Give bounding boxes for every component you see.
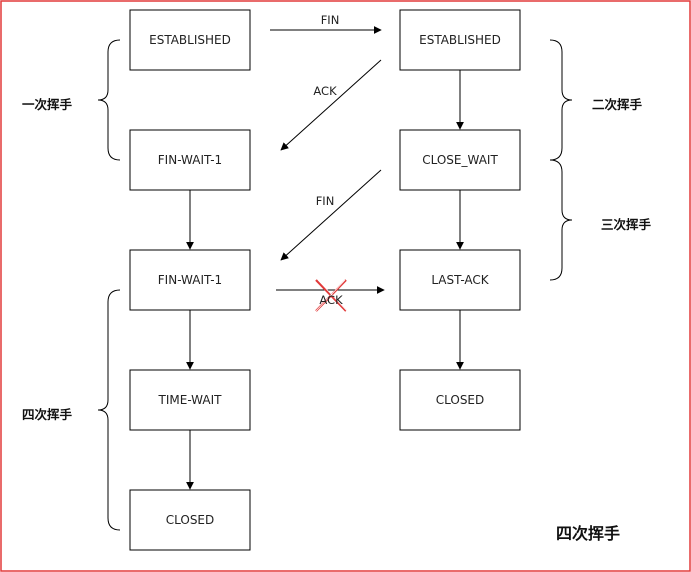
server-state-established: ESTABLISHED bbox=[399, 9, 521, 71]
client-state-time-wait: TIME-WAIT bbox=[129, 369, 251, 431]
third-wave-label: 三次挥手 bbox=[601, 217, 652, 232]
message-fin-2-label: FIN bbox=[316, 194, 335, 208]
server-state-closed: CLOSED bbox=[399, 369, 521, 431]
client-state-established: ESTABLISHED bbox=[129, 9, 251, 71]
server-state-last-ack-label: LAST-ACK bbox=[431, 273, 489, 287]
server-state-last-ack: LAST-ACK bbox=[399, 249, 521, 311]
server-state-close-wait-label: CLOSE_WAIT bbox=[422, 153, 498, 167]
client-state-fin-wait-1-a-label: FIN-WAIT-1 bbox=[158, 153, 222, 167]
second-wave-brace bbox=[549, 39, 573, 161]
message-ack-lost-label: ACK bbox=[319, 293, 343, 307]
message-ack-1-label: ACK bbox=[313, 84, 337, 98]
fourth-wave-label: 四次挥手 bbox=[22, 407, 73, 422]
client-state-fin-wait-1-a: FIN-WAIT-1 bbox=[129, 129, 251, 191]
message-fin-2-arrow bbox=[280, 169, 382, 261]
server-state-close-wait: CLOSE_WAIT bbox=[399, 129, 521, 191]
first-wave-brace bbox=[97, 39, 121, 161]
message-ack-1-arrow bbox=[280, 59, 382, 151]
fourth-wave-brace bbox=[97, 289, 121, 531]
client-state-closed-label: CLOSED bbox=[166, 513, 215, 527]
server-state-established-label: ESTABLISHED bbox=[419, 33, 501, 47]
client-state-fin-wait-1-b-label: FIN-WAIT-1 bbox=[158, 273, 222, 287]
diagram-title: 四次挥手 bbox=[556, 524, 620, 543]
message-fin-1-label: FIN bbox=[321, 13, 340, 27]
client-state-time-wait-label: TIME-WAIT bbox=[158, 393, 223, 407]
cross-x-icon bbox=[315, 279, 348, 312]
server-state-closed-label: CLOSED bbox=[436, 393, 485, 407]
first-wave-label: 一次挥手 bbox=[22, 97, 73, 112]
second-wave-label: 二次挥手 bbox=[592, 97, 643, 112]
client-state-established-label: ESTABLISHED bbox=[149, 33, 231, 47]
client-state-fin-wait-1-b: FIN-WAIT-1 bbox=[129, 249, 251, 311]
third-wave-brace bbox=[549, 159, 573, 281]
client-state-closed: CLOSED bbox=[129, 489, 251, 551]
